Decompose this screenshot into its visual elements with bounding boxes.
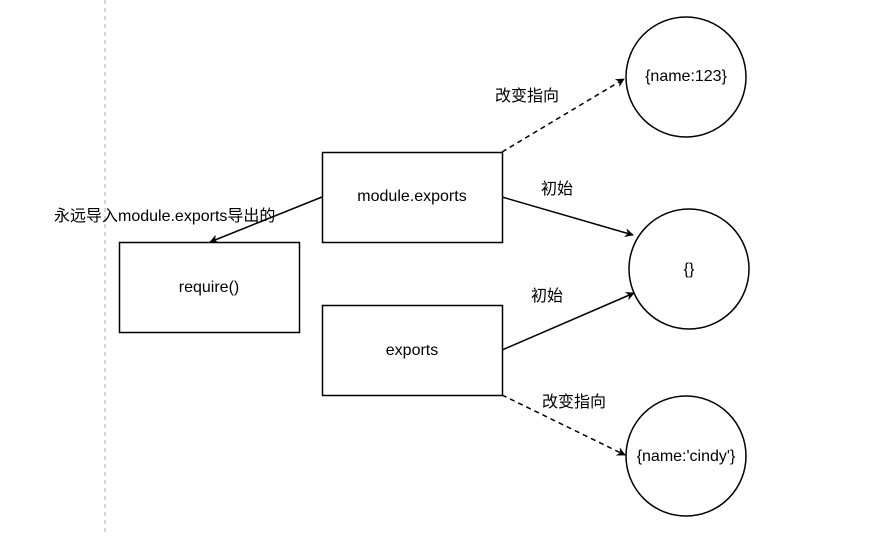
obj-empty-node[interactable] (628, 208, 750, 330)
edge-exports-to-obj-cindy[interactable] (501, 394, 626, 456)
exports-node[interactable] (321, 304, 504, 397)
obj-name-123-label: {name:123} (645, 68, 727, 85)
obj-name-123-node[interactable] (625, 16, 747, 138)
obj-empty-label: {} (683, 261, 695, 278)
edge-label-change-pointer-top: 改变指向 (495, 88, 560, 105)
edge-module-exports-to-require[interactable] (209, 196, 323, 244)
module-exports-node-label: module.exports (357, 188, 467, 205)
obj-name-cindy-node[interactable] (625, 395, 747, 517)
edge-exports-to-obj-empty[interactable] (501, 292, 635, 351)
require-node-label: require() (178, 279, 240, 296)
module-exports-node[interactable] (321, 151, 504, 244)
edge-module-exports-to-obj-123[interactable] (501, 78, 625, 153)
obj-name-cindy-label: {name:'cindy'} (636, 448, 736, 465)
edge-label-change-pointer-bottom: 改变指向 (542, 394, 607, 411)
edge-label-initial-bottom: 初始 (531, 288, 564, 305)
edge-label-initial-top: 初始 (541, 181, 574, 198)
exports-node-label: exports (385, 342, 439, 359)
edge-label-always-import: 永远导入module.exports导出的 (54, 208, 276, 225)
edge-module-exports-to-obj-empty[interactable] (501, 196, 634, 238)
